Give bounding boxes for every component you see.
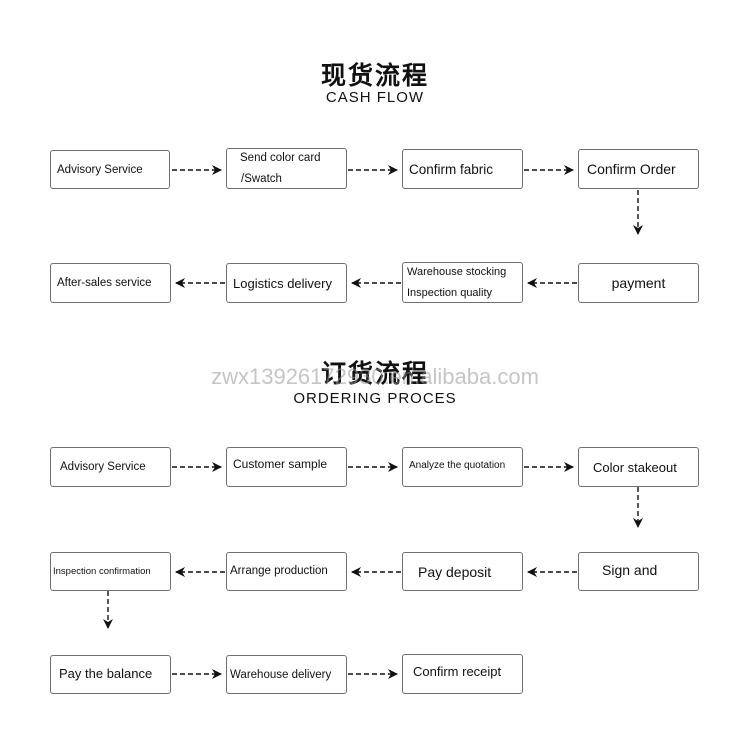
order-step-arrange-production: Arrange production [226, 552, 347, 591]
cash-step-confirm-order: Confirm Order [578, 149, 699, 189]
step-label: Sign and [602, 562, 658, 578]
ordering-title-cn: 订货流程 [320, 359, 429, 388]
step-label: After-sales service [57, 277, 152, 289]
step-label-line1: Send color card [240, 151, 321, 164]
step-label: payment [611, 275, 666, 291]
step-label: Customer sample [233, 457, 328, 471]
step-label: Inspection confirmation [53, 566, 151, 577]
order-step-pay-the-balance: Pay the balance [50, 655, 171, 694]
order-step-color-stakeout: Color stakeout [578, 447, 699, 487]
order-step-warehouse-delivery: Warehouse delivery [226, 655, 347, 694]
step-label-line1: Warehouse stocking [407, 265, 507, 278]
cash-step-after-sales-service: After-sales service [50, 263, 171, 303]
step-label-line2: /Swatch [241, 172, 282, 185]
step-label: Logistics delivery [233, 275, 332, 291]
ordering-title-en: ORDERING PROCES [293, 390, 457, 407]
step-label: Pay the balance [59, 666, 153, 681]
step-label: Pay deposit [418, 563, 492, 580]
step-label-line2: Inspection quality [407, 286, 492, 299]
order-step-sign-and: Sign and [578, 552, 699, 591]
step-label: Confirm fabric [409, 161, 494, 177]
cash-flow-title-cn: 现货流程 [320, 61, 429, 90]
step-label: Analyze the quotation [409, 460, 506, 471]
step-label: Color stakeout [593, 459, 677, 475]
cash-step-warehouse-stocking: Warehouse stocking Inspection quality [402, 262, 523, 303]
order-step-customer-sample: Customer sample [226, 447, 347, 487]
cash-step-confirm-fabric: Confirm fabric [402, 149, 523, 189]
order-step-confirm-receipt: Confirm receipt [402, 654, 523, 694]
order-step-advisory-service: Advisory Service [50, 447, 171, 487]
step-label: Advisory Service [57, 163, 143, 176]
order-step-inspection-confirmation: Inspection confirmation [50, 552, 171, 591]
cash-flow-title-en: CASH FLOW [325, 89, 425, 106]
cash-step-logistics-delivery: Logistics delivery [226, 263, 347, 303]
cash-step-payment: payment [578, 263, 699, 303]
cash-step-send-color-card: Send color card /Swatch [226, 148, 347, 189]
order-step-analyze-quotation: Analyze the quotation [402, 447, 523, 487]
step-label: Arrange production [230, 565, 328, 577]
step-label: Advisory Service [60, 461, 146, 473]
step-label: Confirm Order [587, 161, 676, 177]
order-step-pay-deposit: Pay deposit [402, 552, 523, 591]
step-label: Confirm receipt [413, 664, 502, 679]
step-label: Warehouse delivery [230, 668, 332, 681]
cash-step-advisory-service: Advisory Service [50, 150, 170, 189]
